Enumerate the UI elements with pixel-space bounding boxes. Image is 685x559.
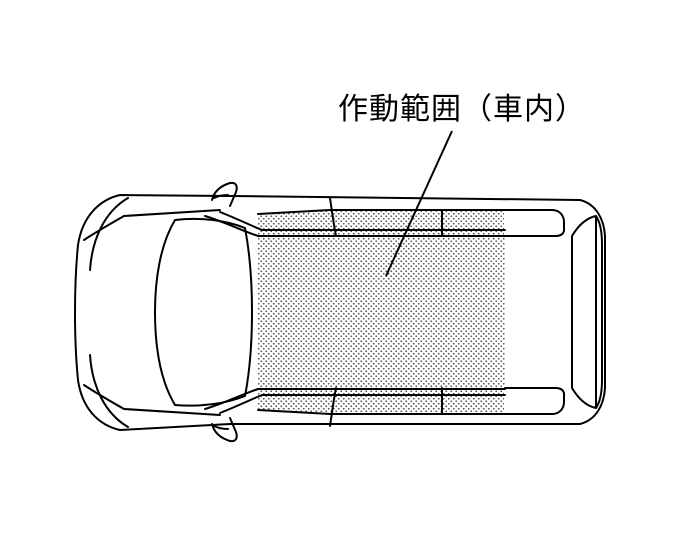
operating-range-area	[258, 210, 505, 414]
callout-leader-line	[385, 130, 453, 277]
car-body-outline	[74, 181, 606, 443]
operating-range-label: 作動範囲（車内）	[338, 92, 586, 127]
